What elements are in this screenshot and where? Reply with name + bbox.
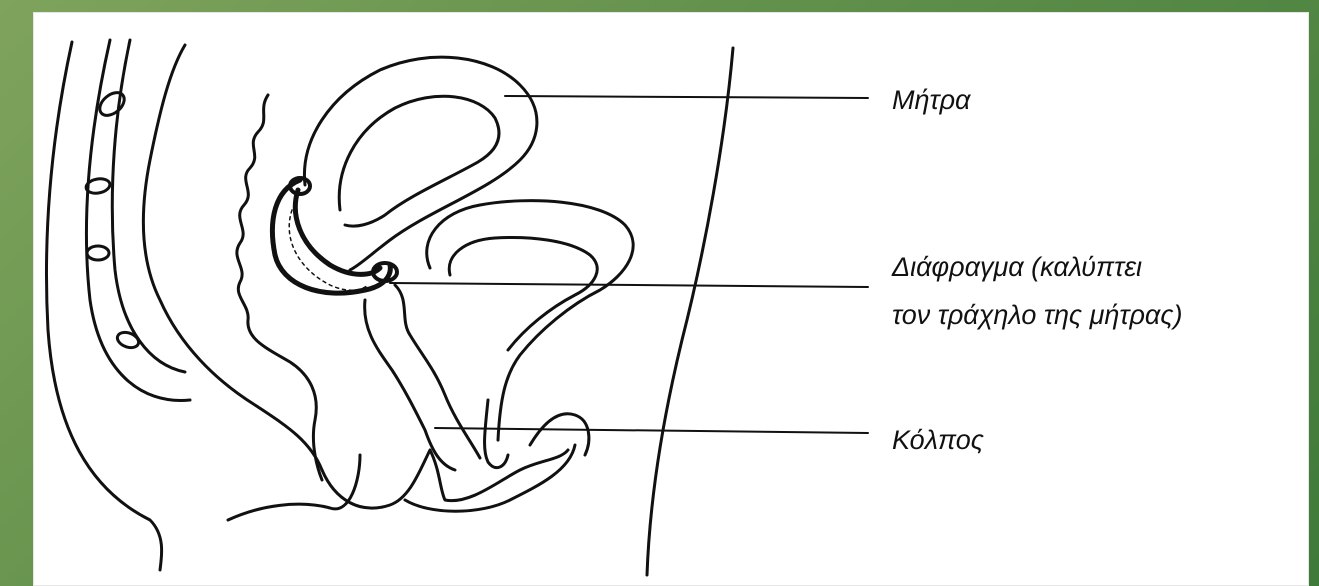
lower-abdomen-line bbox=[405, 445, 575, 511]
label-diaphragm-line1: Διάφραγμα (καλύπτει bbox=[892, 248, 1142, 286]
urethra bbox=[485, 400, 508, 468]
rectum-outer-wall bbox=[143, 45, 322, 470]
leader-diaphragm bbox=[390, 283, 868, 287]
diaphragm-inner bbox=[295, 190, 380, 274]
label-uterus: Μήτρα bbox=[892, 81, 970, 119]
diaphragm-dotted bbox=[289, 210, 368, 290]
bladder-inner bbox=[449, 238, 597, 350]
leader-uterus bbox=[505, 96, 868, 98]
label-diaphragm-line2: τον τράχηλο της μήτρας) bbox=[892, 296, 1182, 334]
label-vagina: Κόλπος bbox=[892, 421, 984, 459]
back-outline bbox=[47, 42, 162, 570]
vagina-front-wall bbox=[395, 285, 480, 458]
front-abdomen-line bbox=[647, 48, 733, 575]
vertebra-3 bbox=[87, 246, 109, 260]
perineum-outline bbox=[228, 455, 360, 520]
vertebra-4 bbox=[115, 330, 140, 351]
bladder-outer bbox=[427, 201, 633, 440]
spine-back-line bbox=[112, 40, 185, 372]
pubic-bone bbox=[530, 414, 589, 455]
